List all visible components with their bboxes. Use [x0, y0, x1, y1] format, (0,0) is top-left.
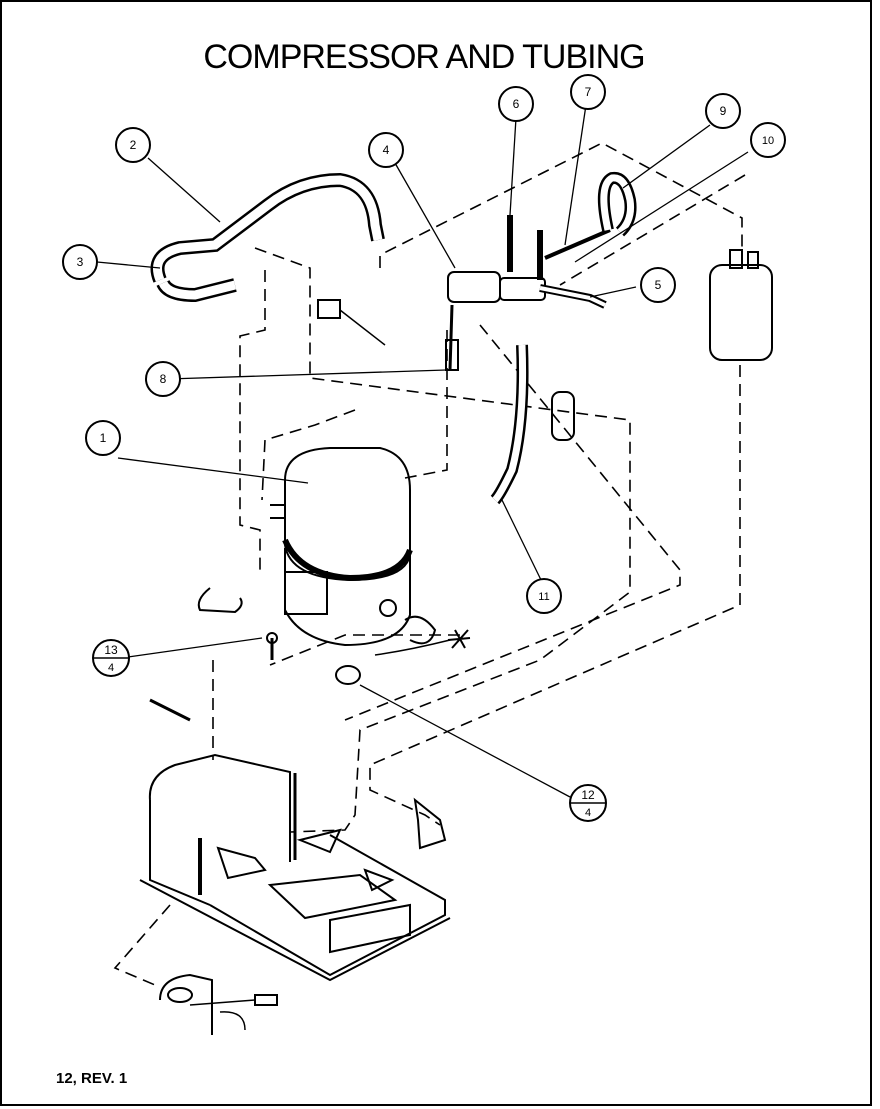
callout-circle: [750, 122, 786, 158]
leader-lines: [96, 104, 749, 798]
callout-label: 6: [513, 97, 520, 111]
bracket-part: [159, 973, 278, 1035]
callout-1: 1: [85, 420, 121, 456]
callout-label: 11: [538, 591, 549, 603]
valve-assembly-part: [445, 215, 611, 371]
callout-4: 4: [368, 132, 404, 168]
callout-circle: [368, 132, 404, 168]
callout-3: 3: [62, 244, 98, 280]
callout-5: 5: [640, 267, 676, 303]
fraction-callout-12: 124: [569, 784, 607, 822]
callout-circle: [570, 74, 606, 110]
callout-7: 7: [570, 74, 606, 110]
callout-label: 1: [100, 431, 107, 445]
connector-block: [317, 299, 341, 319]
callout-circle: [640, 267, 676, 303]
callout-label: 3: [77, 255, 84, 269]
callout-circle: [498, 86, 534, 122]
callout-label: 8: [160, 372, 167, 386]
callout-circle: [145, 361, 181, 397]
callout-label: 5: [655, 278, 662, 292]
callout-circle: [62, 244, 98, 280]
callout-2: 2: [115, 127, 151, 163]
accumulator-part: [709, 249, 773, 361]
clip-part: [197, 587, 243, 614]
callout-label: 9: [720, 104, 727, 118]
fraction-bottom: 4: [108, 662, 114, 674]
callout-circle: [526, 578, 562, 614]
bolt-part: [149, 698, 191, 722]
callout-11: 11: [526, 578, 562, 614]
callout-label: 7: [585, 85, 592, 99]
callout-8: 8: [145, 361, 181, 397]
footer-revision: 12, REV. 1: [56, 1070, 128, 1087]
grommet-part: [335, 665, 361, 685]
callout-label: 10: [762, 135, 774, 147]
callout-circle: [115, 127, 151, 163]
callout-circle: [705, 93, 741, 129]
base-pan-part: [139, 753, 451, 982]
suction-tube-part: [150, 172, 385, 303]
callout-10: 10: [750, 122, 786, 158]
callout-9: 9: [705, 93, 741, 129]
callout-6: 6: [498, 86, 534, 122]
compressor-part: [270, 447, 471, 656]
assembly-lines: [113, 142, 746, 986]
fraction-callout-13: 134: [92, 639, 130, 677]
fraction-top: 12: [581, 788, 595, 802]
callout-label: 2: [130, 138, 137, 152]
filter-drier-part: [551, 391, 575, 441]
diagram-title: COMPRESSOR AND TUBING: [203, 38, 645, 76]
callout-circle: [85, 420, 121, 456]
fraction-top: 13: [104, 643, 118, 657]
callout-label: 4: [383, 143, 390, 157]
fraction-bottom: 4: [585, 807, 591, 819]
